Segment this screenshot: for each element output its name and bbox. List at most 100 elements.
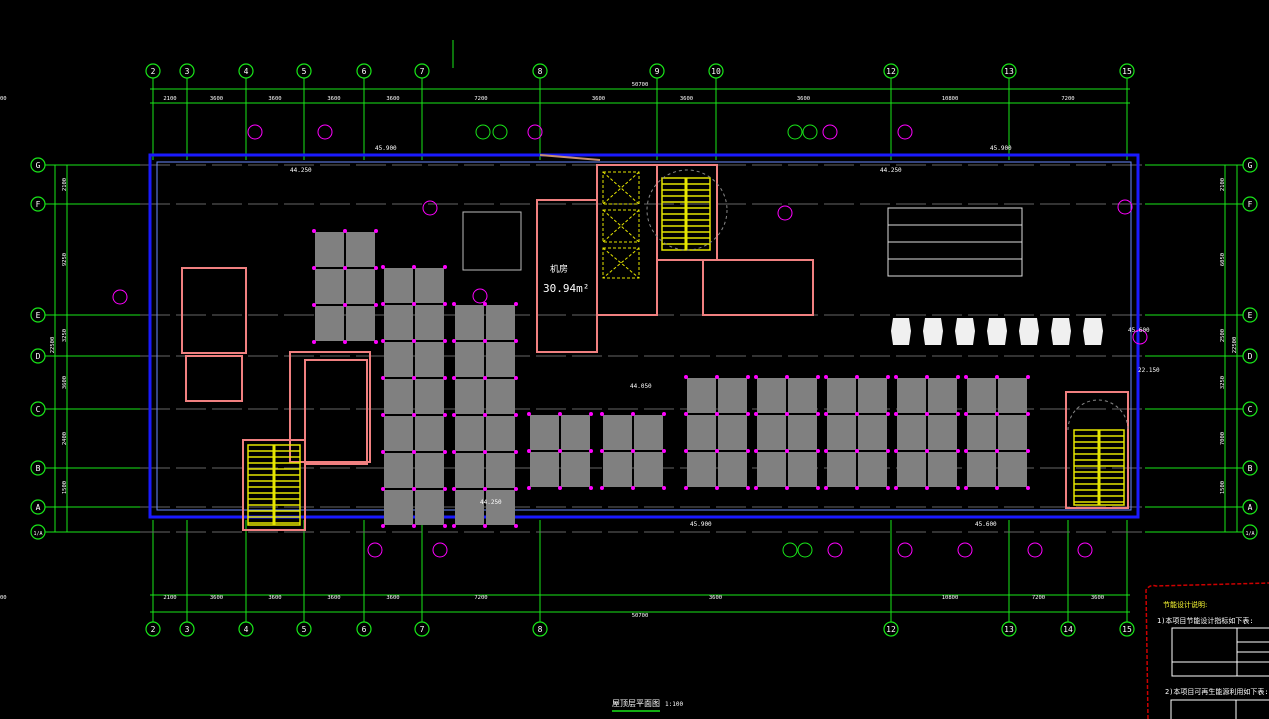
paver-support-dot — [925, 486, 929, 490]
paver-support-dot — [412, 339, 416, 343]
axis-top-10-bubble — [708, 63, 724, 79]
paver-support-dot — [452, 302, 456, 306]
paver-support-dot — [381, 487, 385, 491]
dim-left: 1500 — [62, 481, 68, 494]
paver-support-dot — [514, 450, 518, 454]
axis-top-10-label: 10 — [711, 67, 721, 76]
axis-bottom-12-label: 12 — [886, 625, 896, 634]
axis-top-12-bubble — [883, 63, 899, 79]
paver-block — [998, 452, 1027, 487]
dim-top: 3600 — [386, 96, 399, 102]
paver-block — [788, 378, 817, 413]
paver-block — [384, 268, 413, 303]
paver-support-dot — [381, 413, 385, 417]
dim-total-bottom: 50700 — [632, 613, 649, 619]
paver-support-dot — [452, 524, 456, 528]
paver-support-dot — [816, 375, 820, 379]
dim-bottom: 10800 — [942, 595, 959, 601]
elevation-label: 45.900 — [990, 145, 1012, 152]
detail-callouts-green — [475, 124, 818, 558]
axis-top-5-label: 5 — [302, 67, 307, 76]
axis-top-5-bubble — [296, 63, 312, 79]
paver-support-dot — [412, 265, 416, 269]
elevation-label: 44.250 — [880, 167, 902, 174]
paver-support-dot — [662, 412, 666, 416]
axis-bottom-15-label: 15 — [1122, 625, 1132, 634]
axis-top-13-bubble — [1001, 63, 1017, 79]
paver-block — [788, 452, 817, 487]
paver-block — [415, 416, 444, 451]
axis-top-4-label: 4 — [244, 67, 249, 76]
dim-total-left: 22500 — [50, 337, 56, 354]
paver-support-dot — [600, 486, 604, 490]
paver-block — [455, 490, 484, 525]
paver-support-dot — [514, 302, 518, 306]
paver-block — [827, 415, 856, 450]
paver-block — [455, 342, 484, 377]
paver-support-dot — [1026, 412, 1030, 416]
paver-block — [384, 453, 413, 488]
paver-support-dot — [785, 449, 789, 453]
paver-support-dot — [995, 486, 999, 490]
equipment — [462, 207, 1023, 277]
paver-support-dot — [527, 486, 531, 490]
paver-block — [757, 378, 786, 413]
axis-top-8-bubble — [532, 63, 548, 79]
paver-block — [897, 415, 926, 450]
paver-support-dot — [824, 375, 828, 379]
paver-support-dot — [558, 449, 562, 453]
paver-support-dot — [343, 266, 347, 270]
axis-right-A-label: A — [1248, 503, 1253, 512]
axis-bottom-7-bubble — [414, 621, 430, 637]
axis-top-9-bubble — [649, 63, 665, 79]
axis-right-C-bubble — [1242, 401, 1258, 417]
paver-block — [998, 415, 1027, 450]
walls — [181, 164, 1129, 531]
paver-block — [315, 269, 344, 304]
axis-left-D-label: D — [36, 352, 41, 361]
paver-block — [486, 342, 515, 377]
paver-support-dot — [746, 412, 750, 416]
paver-support-dot — [662, 449, 666, 453]
drawing-scale: 1:100 — [665, 701, 683, 708]
detail-callouts — [112, 124, 1148, 558]
dim-bottom: 3600 — [386, 595, 399, 601]
paver-support-dot — [684, 486, 688, 490]
paver-support-dot — [631, 486, 635, 490]
paver-support-dot — [589, 412, 593, 416]
axis-top-13-label: 13 — [1004, 67, 1014, 76]
paver-support-dot — [816, 486, 820, 490]
axis-left-E-label: E — [36, 311, 41, 320]
paver-support-dot — [1026, 486, 1030, 490]
axis-bottom-5-label: 5 — [302, 625, 307, 634]
paver-block — [718, 452, 747, 487]
axis-bottom-13-bubble — [1001, 621, 1017, 637]
paver-block — [530, 452, 559, 487]
paver-support-dot — [514, 413, 518, 417]
paver-block — [928, 452, 957, 487]
paver-support-dot — [443, 302, 447, 306]
paver-block — [634, 415, 663, 450]
paver-block — [603, 452, 632, 487]
paver-block — [998, 378, 1027, 413]
axis-left-B-label: B — [36, 464, 41, 473]
paver-block — [415, 379, 444, 414]
dim-bottom: 3600 — [327, 595, 340, 601]
axis-right-G-bubble — [1242, 157, 1258, 173]
axis-bottom-13-label: 13 — [1004, 625, 1014, 634]
paver-support-dot — [894, 486, 898, 490]
dim-top: 3600 — [680, 96, 693, 102]
paver-block — [897, 452, 926, 487]
paver-support-dot — [995, 449, 999, 453]
dim-left: 3250 — [62, 329, 68, 342]
axis-bottom-5-bubble — [296, 621, 312, 637]
paver-block — [603, 415, 632, 450]
paver-support-dot — [785, 375, 789, 379]
paver-block — [455, 305, 484, 340]
ac-unit — [987, 318, 1007, 345]
axis-right-B-label: B — [1248, 464, 1253, 473]
dim-right: 7000 — [1220, 432, 1226, 445]
paver-support-dot — [684, 412, 688, 416]
paver-support-dot — [886, 375, 890, 379]
dim-bottom: 3600 — [0, 595, 7, 601]
